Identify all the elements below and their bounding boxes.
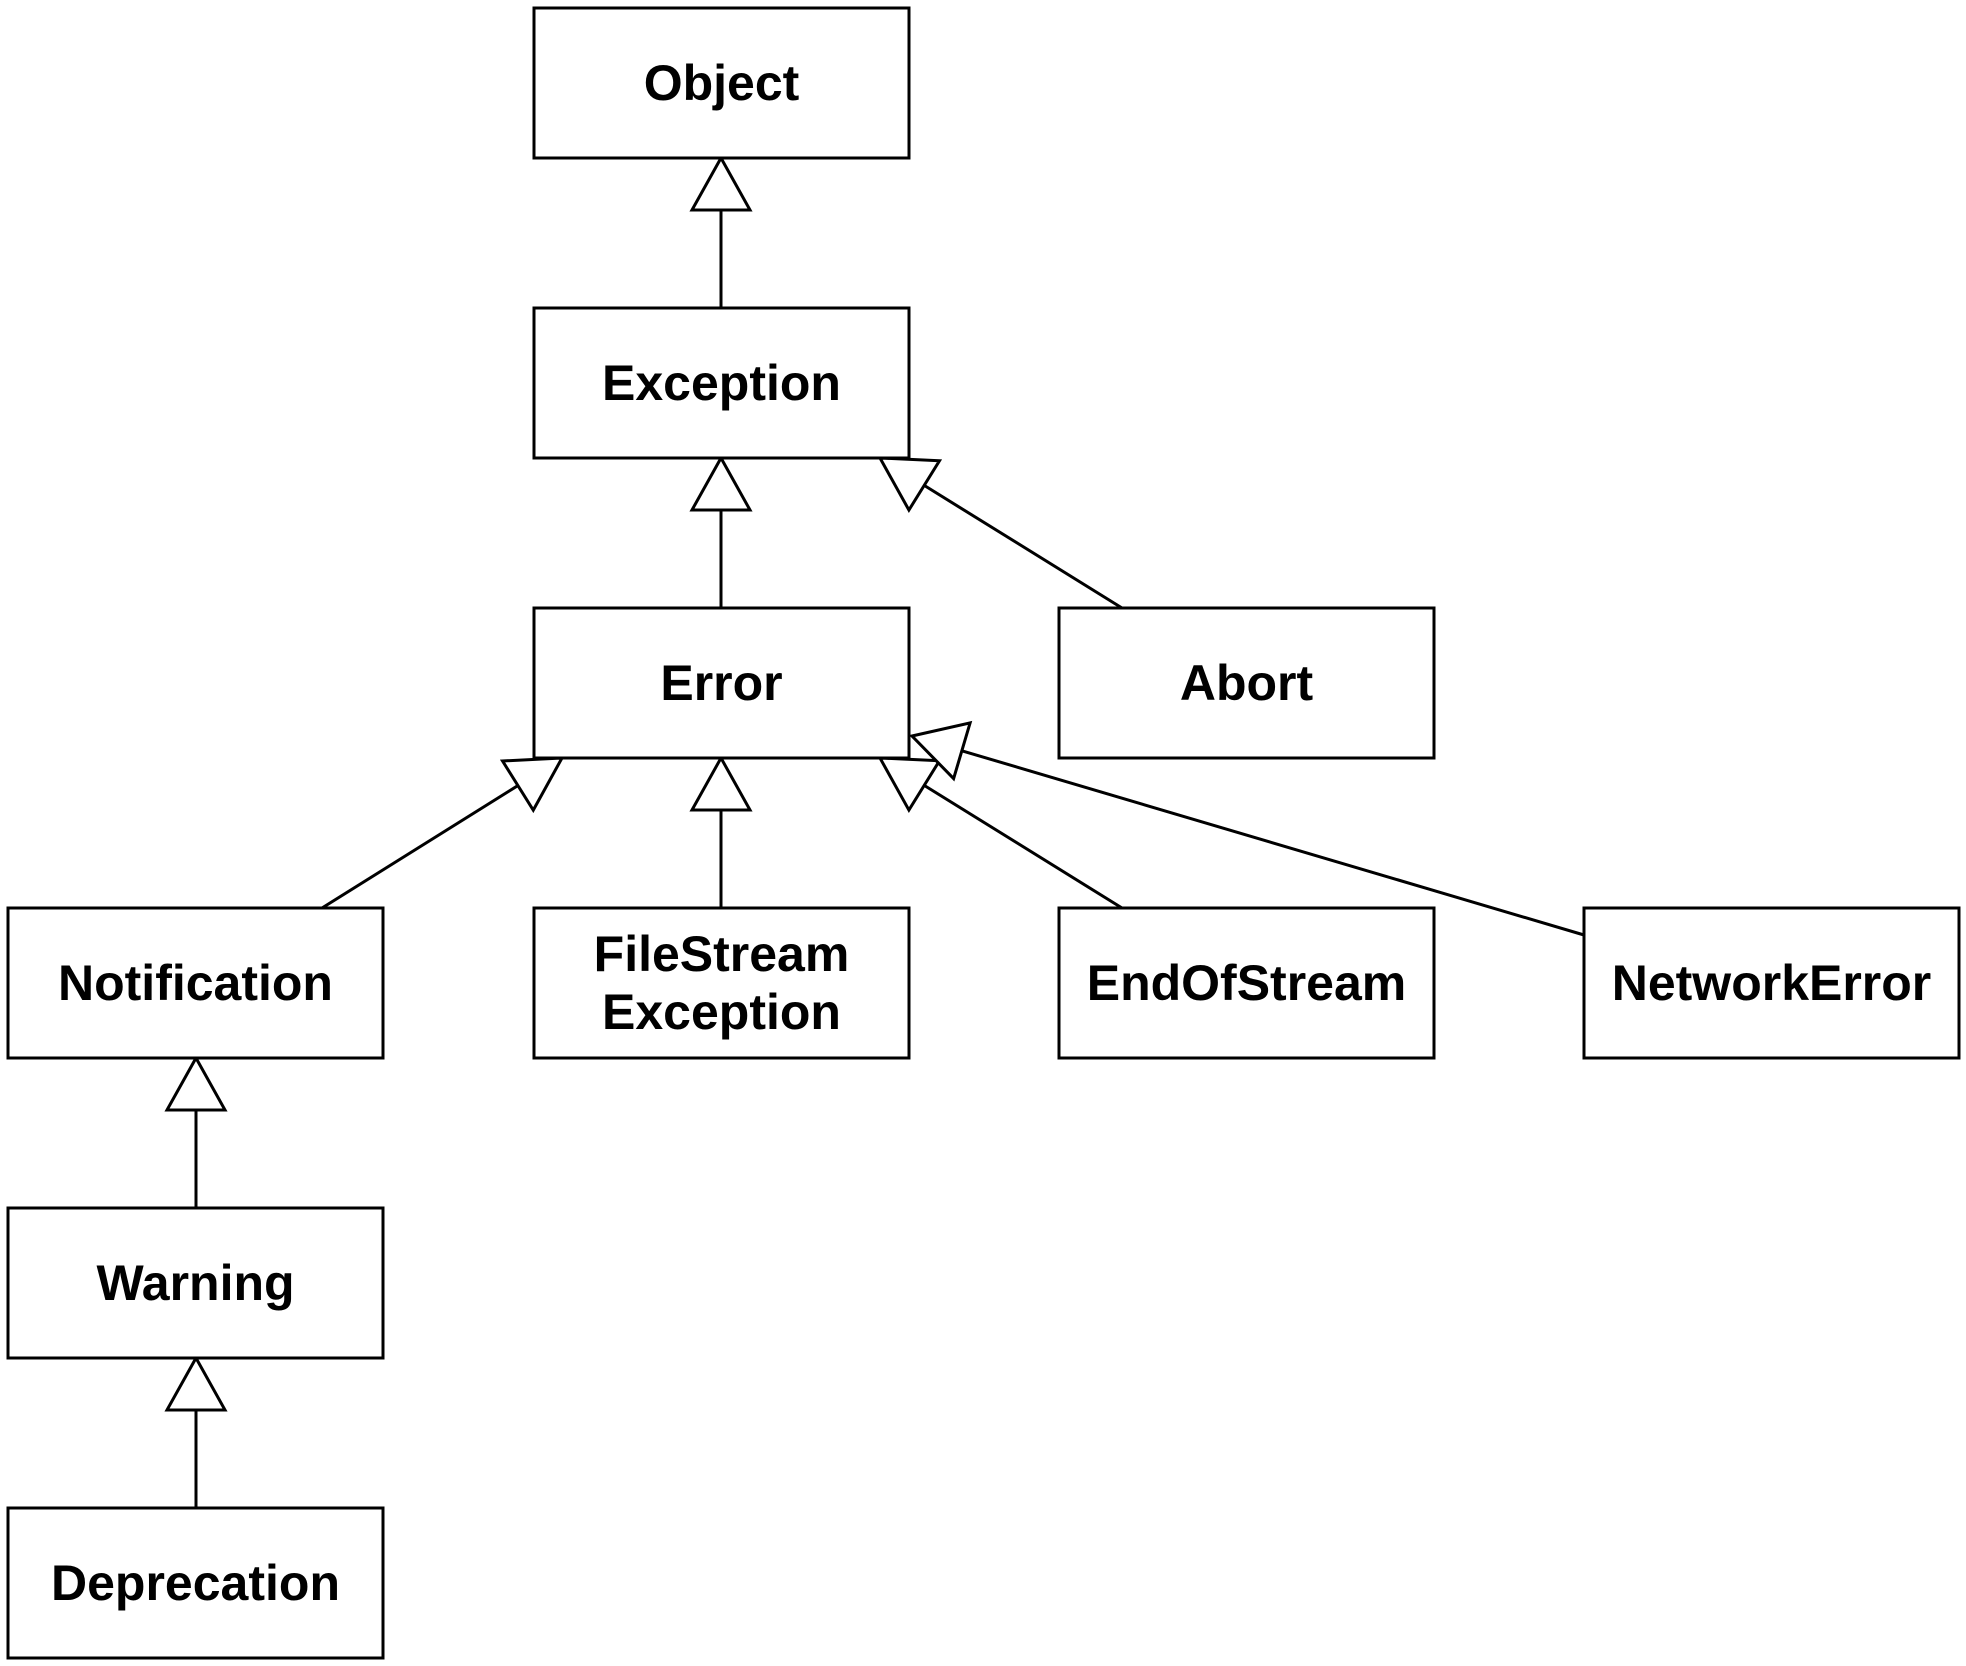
inheritance-edge-exception-to-object (689, 154, 753, 308)
class-name-label: NetworkError (1612, 955, 1932, 1011)
class-box (532, 6, 911, 160)
hollow-triangle-arrowhead (689, 154, 753, 212)
edge-line (321, 784, 519, 910)
inheritance-edge-endofstream-to-error (877, 756, 1123, 910)
class-node-notification: Notification (6, 906, 385, 1060)
class-node-deprecation: Deprecation (6, 1506, 385, 1660)
class-node-abort: Abort (1057, 606, 1436, 760)
inheritance-edge-deprecation-to-warning (164, 1354, 228, 1508)
inheritance-edge-filestream-exception-to-error (689, 754, 753, 908)
class-box (6, 906, 385, 1060)
class-node-networkerror: NetworkError (1582, 906, 1961, 1060)
hollow-triangle-arrowhead (689, 754, 753, 812)
class-node-warning: Warning (6, 1206, 385, 1360)
class-name-label: EndOfStream (1087, 955, 1407, 1011)
inheritance-edge-warning-to-notification (164, 1054, 228, 1208)
hollow-triangle-arrowhead (164, 1054, 228, 1112)
class-node-endofstream: EndOfStream (1057, 906, 1436, 1060)
class-name-label: Error (660, 655, 782, 711)
class-box (532, 306, 911, 460)
class-node-object: Object (532, 6, 911, 160)
hollow-triangle-arrowhead (877, 456, 943, 514)
hollow-triangle-arrowhead (909, 720, 973, 782)
class-box (532, 606, 911, 760)
class-box (1582, 906, 1961, 1060)
hollow-triangle-arrowhead (689, 454, 753, 512)
edge-line (923, 784, 1123, 910)
inheritance-edge-networkerror-to-error (909, 720, 1585, 937)
class-box (1057, 606, 1436, 760)
inheritance-edge-error-to-exception (689, 454, 753, 608)
class-box (532, 906, 911, 1060)
class-node-exception: Exception (532, 306, 911, 460)
class-box (1057, 906, 1436, 1060)
class-box (6, 1506, 385, 1660)
hollow-triangle-arrowhead (877, 756, 943, 814)
hollow-triangle-arrowhead (499, 756, 565, 814)
edge-line (923, 484, 1123, 610)
class-name-label: Object (644, 55, 800, 111)
class-name-label: Exception (602, 355, 841, 411)
edges-layer (164, 154, 1585, 1508)
inheritance-edge-notification-to-error (321, 756, 565, 910)
edge-line (961, 749, 1585, 937)
class-name-label: Deprecation (51, 1555, 340, 1611)
class-name-label: Notification (58, 955, 333, 1011)
hollow-triangle-arrowhead (164, 1354, 228, 1412)
class-name-label: Warning (96, 1255, 294, 1311)
class-box (6, 1206, 385, 1360)
class-node-error: Error (532, 606, 911, 760)
inheritance-edge-abort-to-exception (877, 456, 1123, 610)
class-name-label: Abort (1180, 655, 1314, 711)
